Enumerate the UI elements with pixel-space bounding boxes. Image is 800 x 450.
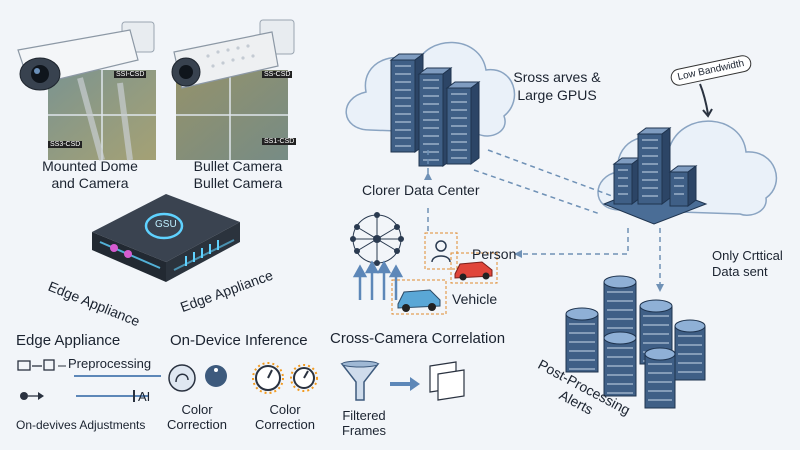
arrow-down-icon [699, 83, 713, 118]
server-tower [636, 127, 672, 205]
person-icon [424, 232, 458, 270]
bullet-camera-label: Bullet Camera Bullet Camera [193, 158, 283, 191]
storage-drum [565, 307, 599, 373]
storage-drum [674, 319, 706, 381]
correlation-label: Cross-Camera Correlation [330, 330, 506, 347]
edge-device-text: GSU [155, 219, 177, 230]
car-icon [391, 279, 447, 315]
dome-camera-label: Mounted Dome and Camera [42, 158, 138, 191]
ai-label: AI [138, 389, 151, 404]
server-tower [445, 81, 481, 165]
pipeline-icon [17, 359, 161, 402]
data-center-label: Clorer Data Center [362, 182, 480, 198]
server-tower [668, 165, 698, 207]
feed-tag: SS-CSD [262, 71, 293, 78]
car-icon [450, 252, 498, 284]
server-rack-icon [602, 127, 708, 225]
edge-box-icon [92, 194, 240, 282]
person-label: Person [472, 246, 517, 262]
color-correction-label: Color Correction [167, 402, 227, 432]
filtered-frames-label: Filtered Frames [341, 408, 387, 438]
inference-title: On-Device Inference [170, 332, 308, 349]
color-correction-label: Color Correction [255, 402, 315, 432]
servers-label: Sross arves & Large GPUS [513, 69, 601, 103]
funnel-icon [340, 360, 465, 401]
neural-brain-icon [350, 212, 404, 266]
storage-drum [603, 275, 637, 341]
server-rack-icon [565, 275, 706, 409]
server-rack-icon [389, 53, 481, 167]
upload-arrows-icon [352, 260, 404, 300]
preprocessing-label: Preprocessing [68, 356, 152, 371]
feed-tag: SSI-CSD [114, 71, 147, 78]
storage-drum [603, 331, 637, 397]
critical-data-label: Only Crttical Data sent [712, 248, 783, 279]
feed-tag: SS3-CSD [48, 141, 83, 148]
edge-appliance-title: Edge Appliance [16, 332, 121, 349]
feed-tag: SS1-CSD [262, 138, 297, 145]
dial-icon [168, 362, 318, 394]
adjustments-label: On-devives Adjustments [16, 418, 146, 432]
storage-drum [644, 347, 676, 409]
dome-camera-icon [17, 21, 156, 161]
vehicle-label: Vehicle [452, 291, 498, 307]
bullet-camera-icon [171, 19, 295, 160]
